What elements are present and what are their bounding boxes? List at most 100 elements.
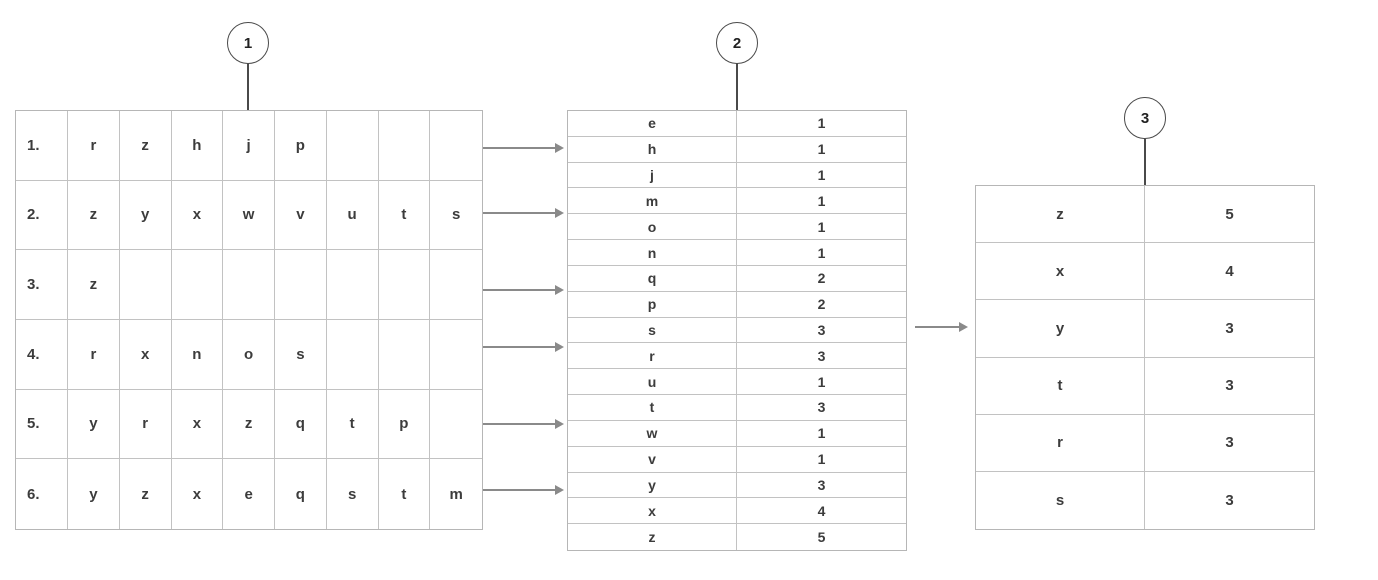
- letter-cell: s: [275, 319, 327, 390]
- letter-cell: [378, 250, 431, 320]
- frequency-letter-cell: m: [568, 188, 737, 215]
- letter-cell: z: [120, 459, 172, 529]
- letter-cell: q: [275, 459, 327, 529]
- step-marker-1: 1: [227, 22, 269, 64]
- frequency-count-cell: 3: [737, 343, 906, 370]
- letter-cell: p: [275, 111, 327, 181]
- frequency-letter-cell: y: [568, 472, 737, 499]
- letter-cell: [430, 111, 482, 181]
- step-marker-3-label: 3: [1140, 109, 1150, 127]
- frequency-count-cell: 5: [817, 529, 826, 546]
- letter-cell: s: [327, 459, 379, 529]
- letter-cell: r: [68, 319, 120, 390]
- letter-cell: [430, 250, 482, 320]
- letter-cell: y: [68, 389, 120, 460]
- top-letter-cell: s: [976, 471, 1145, 529]
- top-letter-cell: y: [976, 300, 1145, 358]
- frequency-count-cell: 1: [737, 240, 906, 266]
- frequency-letter-cell: p: [568, 291, 737, 318]
- letter-cell: t: [378, 180, 431, 251]
- frequency-letter-cell: n: [568, 240, 737, 266]
- top-letter-cell: z: [976, 186, 1145, 244]
- frequency-letter-cell: x: [568, 498, 737, 525]
- arrow-row4-to-frequency: [483, 342, 564, 352]
- letter-cell: [378, 111, 431, 181]
- frequency-count-cell: 2: [737, 292, 906, 318]
- letter-cell: x: [119, 319, 172, 390]
- letter-cell: t: [326, 389, 379, 460]
- frequency-count-cell: 1: [737, 421, 906, 447]
- row-number-cell: 6.: [16, 459, 68, 529]
- top-letter-cell: t: [976, 357, 1145, 415]
- step-marker-3: 3: [1124, 97, 1166, 139]
- frequency-count-cell: 3: [737, 318, 906, 344]
- step-marker-2-stem: [736, 63, 738, 110]
- frequency-count-cell: 1: [737, 447, 906, 473]
- arrow-row1-to-frequency: [483, 143, 564, 153]
- step-marker-1-stem: [247, 63, 249, 110]
- letter-cell: r: [119, 389, 172, 460]
- row-number-cell: 4.: [16, 319, 68, 390]
- frequency-count-cell: 1: [737, 188, 906, 215]
- letter-cell: [326, 319, 379, 390]
- letter-cell: j: [223, 111, 275, 181]
- letter-cell: [430, 390, 482, 460]
- letter-cell: q: [275, 389, 327, 460]
- frequency-count-cell: 1: [737, 369, 906, 396]
- top-count-cell: 3: [1145, 415, 1314, 472]
- frequency-count-cell: 1: [737, 214, 906, 241]
- letter-cell: e: [223, 459, 275, 529]
- top-count-cell: 3: [1225, 491, 1234, 509]
- frequency-letter-cell: r: [568, 343, 737, 370]
- letter-cell: v: [275, 180, 327, 251]
- letter-cell: z: [223, 389, 275, 460]
- letter-cell: [119, 250, 172, 320]
- row-number-cell: 2.: [16, 180, 68, 251]
- letter-cell: o: [223, 319, 275, 390]
- letter-cell: s: [430, 181, 482, 251]
- frequency-letter-cell: w: [568, 420, 737, 447]
- frequency-count-cell: 2: [737, 266, 906, 292]
- step-marker-1-label: 1: [243, 34, 253, 52]
- frequency-count-cell: 1: [737, 163, 906, 189]
- letter-cell: z: [68, 180, 120, 251]
- letter-cell: r: [68, 111, 120, 181]
- letter-cell: y: [119, 180, 172, 251]
- top-count-cell: 4: [1145, 243, 1314, 301]
- frequency-count-cell: 1: [737, 111, 906, 137]
- letter-cell: [275, 250, 327, 320]
- letter-cell: [326, 111, 379, 181]
- letter-cell: [430, 320, 482, 390]
- letter-cell: [171, 250, 224, 320]
- row-number-cell: 5.: [16, 389, 68, 460]
- arrow-row6-to-frequency: [483, 485, 564, 495]
- frequency-letter-cell: h: [568, 136, 737, 163]
- frequency-letter-cell: v: [568, 446, 737, 473]
- frequency-letter-cell: t: [568, 395, 737, 421]
- top-count-cell: 5: [1145, 186, 1314, 244]
- letter-cell: x: [172, 459, 224, 529]
- arrow-row2-to-frequency: [483, 208, 564, 218]
- step-marker-2: 2: [716, 22, 758, 64]
- letter-cell: [378, 319, 431, 390]
- letter-cell: u: [326, 180, 379, 251]
- arrow-row5-to-frequency: [483, 419, 564, 429]
- letter-cell: z: [119, 111, 172, 181]
- frequency-letter-cell: o: [568, 214, 737, 241]
- row-number-cell: 3.: [16, 250, 68, 320]
- arrow-row3-to-frequency: [483, 285, 564, 295]
- frequency-letter-cell: u: [568, 369, 737, 396]
- frequency-letter-cell: j: [568, 162, 737, 189]
- frequency-letter-cell: e: [568, 111, 737, 137]
- frequency-letter-cell: s: [568, 317, 737, 344]
- row-number-cell: 1.: [16, 111, 68, 181]
- letter-cell: [326, 250, 379, 320]
- frequency-count-cell: 3: [737, 395, 906, 421]
- letter-cell: [223, 250, 275, 320]
- top-letter-cell: r: [976, 414, 1145, 472]
- letter-cell: x: [171, 389, 224, 460]
- letter-cell: z: [68, 250, 120, 320]
